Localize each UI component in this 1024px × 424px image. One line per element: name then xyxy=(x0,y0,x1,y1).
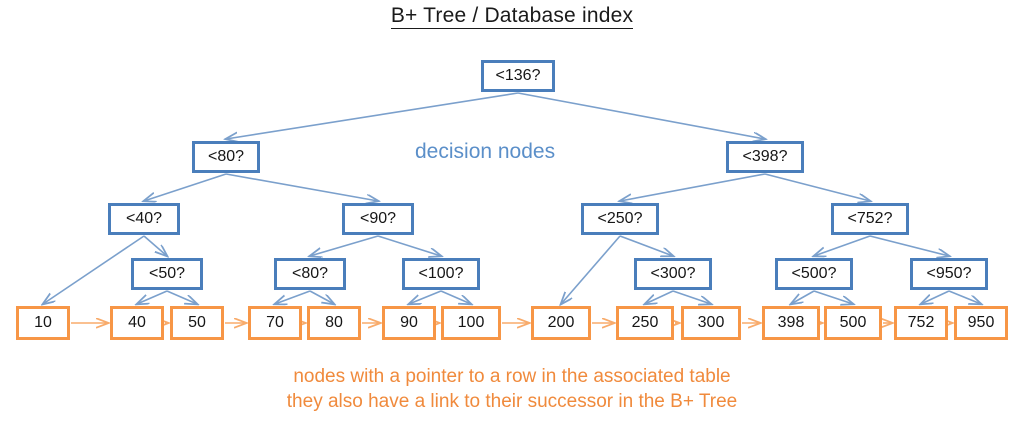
decision-node-80[interactable]: <80? xyxy=(192,141,260,173)
decision-node-398[interactable]: <398? xyxy=(726,141,804,173)
tree-edge-n300-to-l300 xyxy=(672,290,711,304)
leaf-nodes-caption: nodes with a pointer to a row in the ass… xyxy=(0,364,1024,414)
leaf-node-50[interactable]: 50 xyxy=(170,306,224,340)
decision-node-250[interactable]: <250? xyxy=(581,203,659,235)
tree-edge-n50-to-l50 xyxy=(166,290,197,304)
tree-edge-n90-to-n100 xyxy=(377,235,441,256)
leaf-node-100[interactable]: 100 xyxy=(441,306,501,340)
tree-edge-n40-to-l10 xyxy=(43,235,145,304)
leaf-node-950[interactable]: 950 xyxy=(954,306,1008,340)
tree-edge-n250-to-n300 xyxy=(619,235,673,256)
tree-edge-n80a-to-n40 xyxy=(144,173,227,201)
leaf-node-398[interactable]: 398 xyxy=(762,306,820,340)
decision-node-136[interactable]: <136? xyxy=(481,60,555,92)
tree-edge-n752-to-n950 xyxy=(869,235,949,256)
tree-edge-n100-to-l90 xyxy=(409,290,442,304)
tree-edge-n752-to-n500 xyxy=(814,235,871,256)
page-title: B+ Tree / Database index xyxy=(0,4,1024,29)
decision-node-950[interactable]: <950? xyxy=(910,258,988,290)
tree-edge-n398-to-n250 xyxy=(620,173,766,201)
tree-edge-n398-to-n752 xyxy=(764,173,870,201)
tree-edge-n100-to-l100 xyxy=(440,290,471,304)
tree-edge-n80a-to-n90 xyxy=(225,173,378,201)
decision-node-80[interactable]: <80? xyxy=(274,258,346,290)
tree-edge-n250-to-l200 xyxy=(561,235,621,304)
leaf-node-300[interactable]: 300 xyxy=(681,306,741,340)
leaf-node-200[interactable]: 200 xyxy=(531,306,591,340)
page-title-text: B+ Tree / Database index xyxy=(390,4,634,29)
tree-edge-n300-to-l250 xyxy=(645,290,674,304)
decision-node-40[interactable]: <40? xyxy=(108,203,180,235)
leaf-node-40[interactable]: 40 xyxy=(110,306,164,340)
caption-line-2: they also have a link to their successor… xyxy=(286,391,738,412)
decision-nodes-annotation: decision nodes xyxy=(415,140,556,163)
decision-node-50[interactable]: <50? xyxy=(131,258,203,290)
decision-node-90[interactable]: <90? xyxy=(342,203,414,235)
leaf-node-80[interactable]: 80 xyxy=(307,306,361,340)
decision-node-300[interactable]: <300? xyxy=(634,258,712,290)
leaf-node-250[interactable]: 250 xyxy=(616,306,674,340)
leaf-node-10[interactable]: 10 xyxy=(16,306,70,340)
leaf-node-90[interactable]: 90 xyxy=(382,306,436,340)
decision-node-500[interactable]: <500? xyxy=(775,258,853,290)
tree-edge-n80b-to-l80 xyxy=(309,290,334,304)
tree-edge-n80b-to-l70 xyxy=(275,290,311,304)
tree-edge-n50-to-l40 xyxy=(137,290,168,304)
decision-node-100[interactable]: <100? xyxy=(402,258,480,290)
tree-edge-n500-to-l500 xyxy=(813,290,853,304)
tree-edge-n950-to-l950 xyxy=(948,290,981,304)
tree-edge-n90-to-n80b xyxy=(310,235,379,256)
leaf-node-752[interactable]: 752 xyxy=(894,306,948,340)
leaf-node-500[interactable]: 500 xyxy=(824,306,882,340)
tree-edge-n500-to-l398 xyxy=(791,290,815,304)
caption-line-1: nodes with a pointer to a row in the ass… xyxy=(293,366,731,387)
tree-edge-n136-to-n398 xyxy=(517,92,765,139)
tree-edge-n136-to-n80a xyxy=(226,92,519,139)
tree-edge-n40-to-n50 xyxy=(143,235,167,256)
leaf-node-70[interactable]: 70 xyxy=(248,306,302,340)
decision-node-752[interactable]: <752? xyxy=(831,203,909,235)
tree-edge-n950-to-l752 xyxy=(921,290,950,304)
